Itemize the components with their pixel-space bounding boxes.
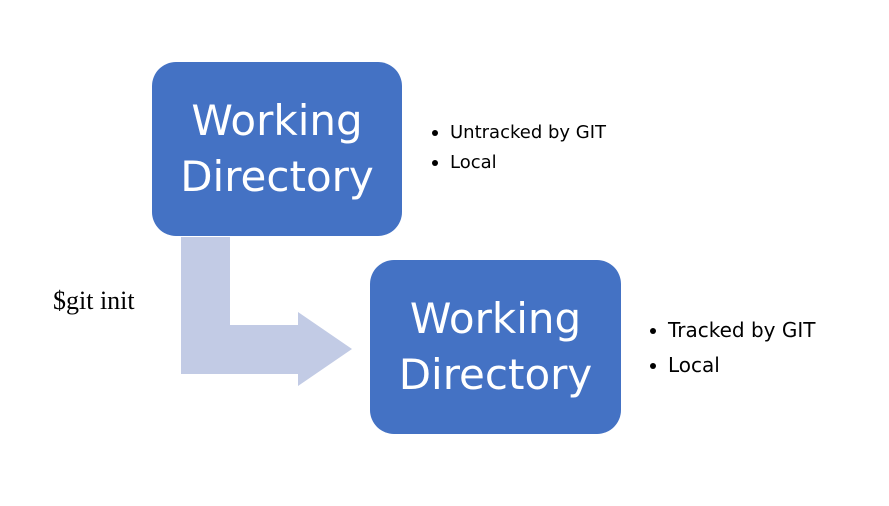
note-item: Local [430, 148, 606, 178]
note-item: Untracked by GIT [430, 118, 606, 148]
note-item: Local [648, 348, 815, 383]
bent-arrow-shape [181, 237, 352, 386]
working-directory-box-tracked: Working Directory [370, 260, 621, 434]
git-init-command-label: $git init [53, 286, 135, 315]
note-item: Tracked by GIT [648, 313, 815, 348]
working-directory-box-untracked: Working Directory [152, 62, 402, 236]
box-title-line1: Working [191, 96, 363, 145]
untracked-notes-list: Untracked by GIT Local [430, 118, 606, 178]
box-title-line1: Working [409, 294, 582, 343]
box-title-line2: Directory [398, 350, 593, 399]
box-title-line2: Directory [180, 152, 374, 201]
tracked-notes-list: Tracked by GIT Local [648, 313, 815, 383]
